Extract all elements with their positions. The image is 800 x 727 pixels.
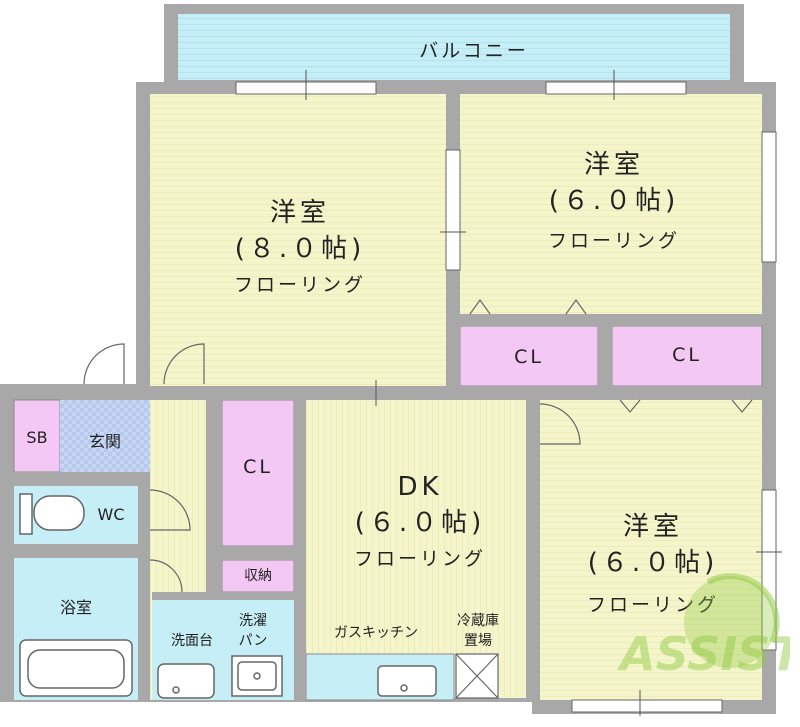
storage-label: 収納 — [244, 568, 272, 584]
storage-box — [221, 559, 295, 593]
balcony-label: バルコニー — [419, 40, 529, 62]
bedroom-north-name: 洋室 — [269, 198, 330, 228]
room-bedroom-north — [150, 94, 446, 386]
assist-logo-watermark: ASSIST — [617, 573, 790, 681]
closet-north-a — [459, 325, 599, 387]
bathroom-label: 浴室 — [59, 598, 92, 617]
svg-text:ASSIST: ASSIST — [617, 627, 790, 681]
dk-name: DK — [397, 472, 443, 502]
room-bedroom-northeast — [460, 94, 762, 314]
bedroom-northeast-name: 洋室 — [583, 150, 644, 180]
bedroom-north-floor: フローリング — [233, 274, 366, 296]
bedroom-southeast-size: (６.０帖) — [587, 548, 719, 578]
closet-north-b — [611, 325, 763, 387]
shoe-box-label: SB — [26, 428, 48, 447]
room-dining-kitchen — [306, 400, 526, 698]
sink-fixture — [377, 665, 437, 697]
laundry-pan-label-2: パン — [238, 633, 268, 649]
dimension-ticks — [305, 70, 782, 716]
entrance-tile — [60, 400, 150, 472]
shoe-box — [13, 399, 61, 473]
bedroom-northeast-size: (６.０帖) — [548, 186, 680, 216]
dk-floor: フローリング — [353, 548, 486, 570]
toilet-label: WC — [97, 505, 125, 524]
washbasin-fixture — [157, 663, 215, 699]
fridge-label-1: 冷蔵庫 — [457, 613, 499, 629]
balcony — [164, 4, 744, 84]
fridge-space — [455, 653, 499, 699]
bedroom-northeast-floor: フローリング — [547, 230, 680, 252]
bathtub — [19, 639, 133, 697]
doors — [83, 298, 753, 593]
entrance-label: 玄関 — [88, 432, 121, 451]
dk-size: (６.０帖) — [354, 508, 486, 538]
closet-north-b-label: CL — [672, 344, 702, 366]
fridge-label-2: 置場 — [464, 633, 492, 649]
toilet-fixture — [19, 493, 85, 535]
room-bedroom-southeast — [540, 400, 762, 700]
bedroom-southeast-name: 洋室 — [622, 512, 683, 542]
bedroom-north-size: (８.０帖) — [234, 234, 366, 264]
gas-kitchen-label: ガスキッチン — [334, 625, 418, 641]
closet-west-label: CL — [243, 456, 273, 478]
laundry-pan-label-1: 洗濯 — [239, 613, 267, 629]
bedroom-southeast-floor: フローリング — [586, 594, 719, 616]
closet-north-a-label: CL — [514, 346, 544, 368]
closet-west — [221, 399, 295, 547]
laundry-pan-fixture — [231, 655, 283, 697]
washbasin-label: 洗面台 — [171, 633, 213, 649]
windows — [235, 81, 777, 713]
